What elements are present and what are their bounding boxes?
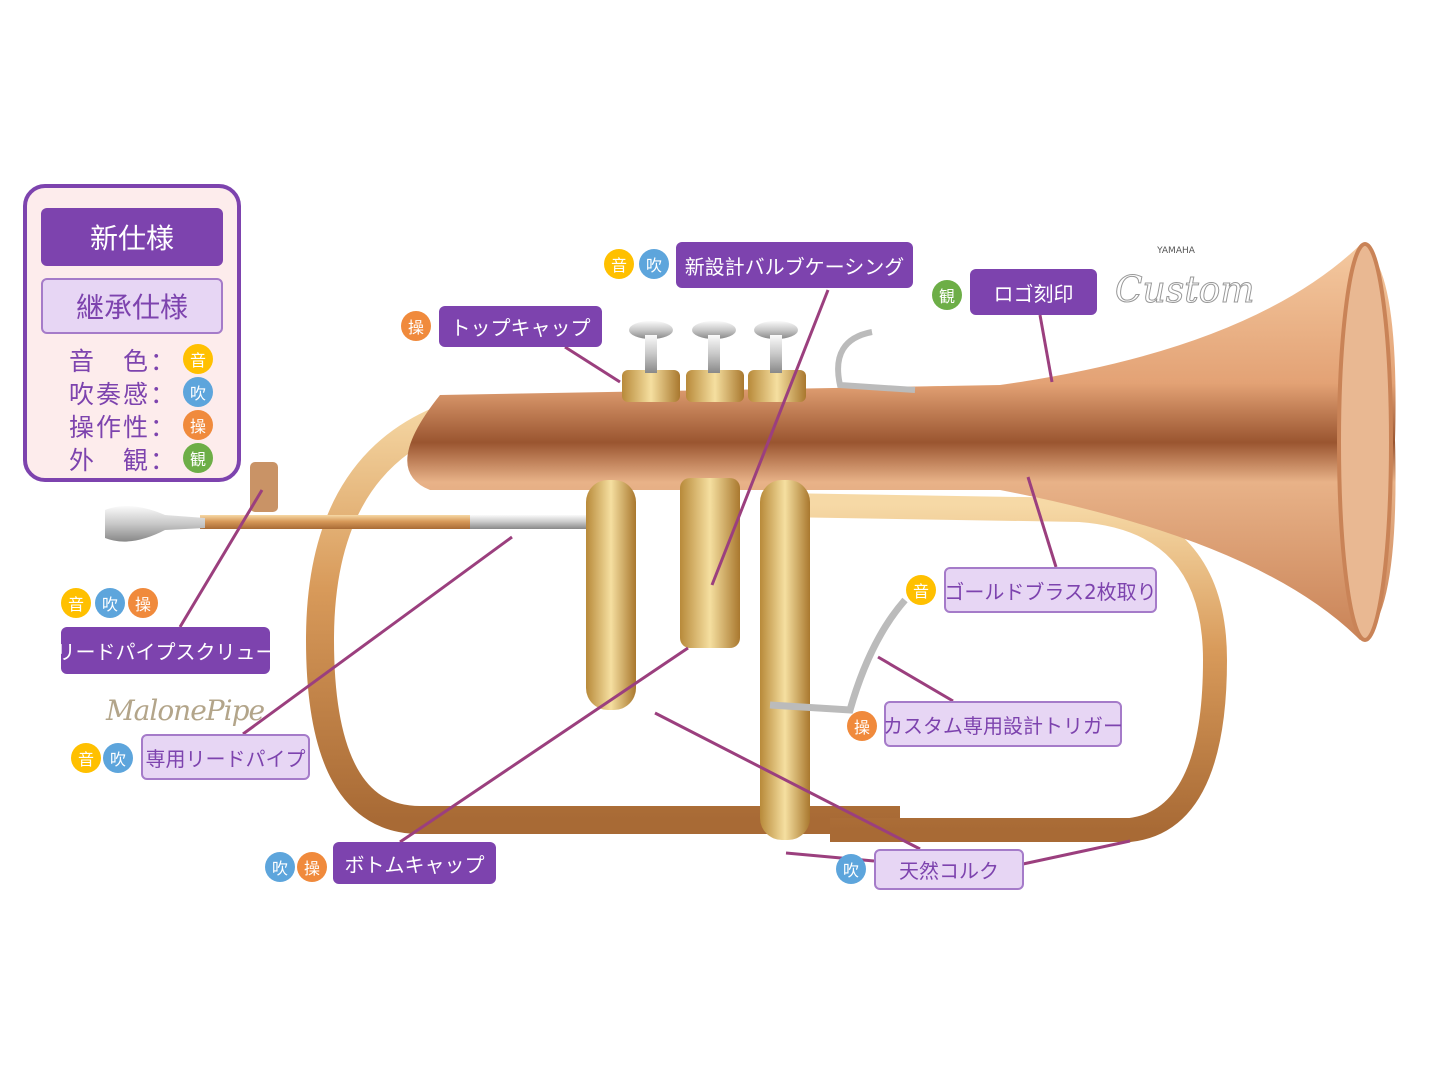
label-leadpipe: 専用リードパイプ <box>141 734 310 780</box>
blow-badge: 吹 <box>183 377 213 407</box>
operation-badge: 操 <box>847 711 877 741</box>
tone-badge: 音 <box>183 344 213 374</box>
operation-badge: 操 <box>297 852 327 882</box>
tone-badge: 音 <box>604 249 634 279</box>
label-top-cap: トップキャップ <box>439 306 602 347</box>
blow-badge: 吹 <box>103 743 133 773</box>
horn-body <box>105 242 1396 842</box>
leader-lines <box>178 289 1131 866</box>
tone-badge: 音 <box>61 588 91 618</box>
legend-row-appearance: 外 観： <box>69 446 178 475</box>
label-cork: 天然コルク <box>874 849 1024 890</box>
label-logo-engraving: ロゴ刻印 <box>970 269 1097 315</box>
legend-row-blow: 吹奏感： <box>69 380 178 409</box>
tone-badge: 音 <box>906 575 936 605</box>
legend-new-spec: 新仕様 <box>41 208 223 266</box>
label-valve-casing: 新設計バルブケーシング <box>676 242 913 288</box>
operation-badge: 操 <box>128 588 158 618</box>
label-leadpipe-screw: リードパイプスクリュー <box>56 627 276 674</box>
blow-badge: 吹 <box>265 852 295 882</box>
yamaha-logo: YAMAHA <box>1157 246 1195 256</box>
legend: 新仕様 継承仕様 音 色： 吹奏感： 操作性： 外 観： 音 吹 操 観 <box>23 184 241 482</box>
legend-row-operation: 操作性： <box>69 413 178 442</box>
malone-pipe-logo: MalonePipe <box>106 694 265 727</box>
legend-inherited-spec: 継承仕様 <box>41 278 223 334</box>
operation-badge: 操 <box>401 311 431 341</box>
blow-badge: 吹 <box>639 249 669 279</box>
label-bottom-cap: ボトムキャップ <box>333 842 496 884</box>
appearance-badge: 観 <box>183 443 213 473</box>
label-trigger: カスタム専用設計トリガー <box>883 701 1123 747</box>
custom-logo: Custom <box>1115 270 1255 312</box>
blow-badge: 吹 <box>95 588 125 618</box>
label-gold-brass: ゴールドブラス2枚取り <box>944 567 1157 613</box>
operation-badge: 操 <box>183 410 213 440</box>
appearance-badge: 観 <box>932 280 962 310</box>
tone-badge: 音 <box>71 743 101 773</box>
legend-row-tone: 音 色： <box>69 347 178 376</box>
blow-badge: 吹 <box>836 854 866 884</box>
